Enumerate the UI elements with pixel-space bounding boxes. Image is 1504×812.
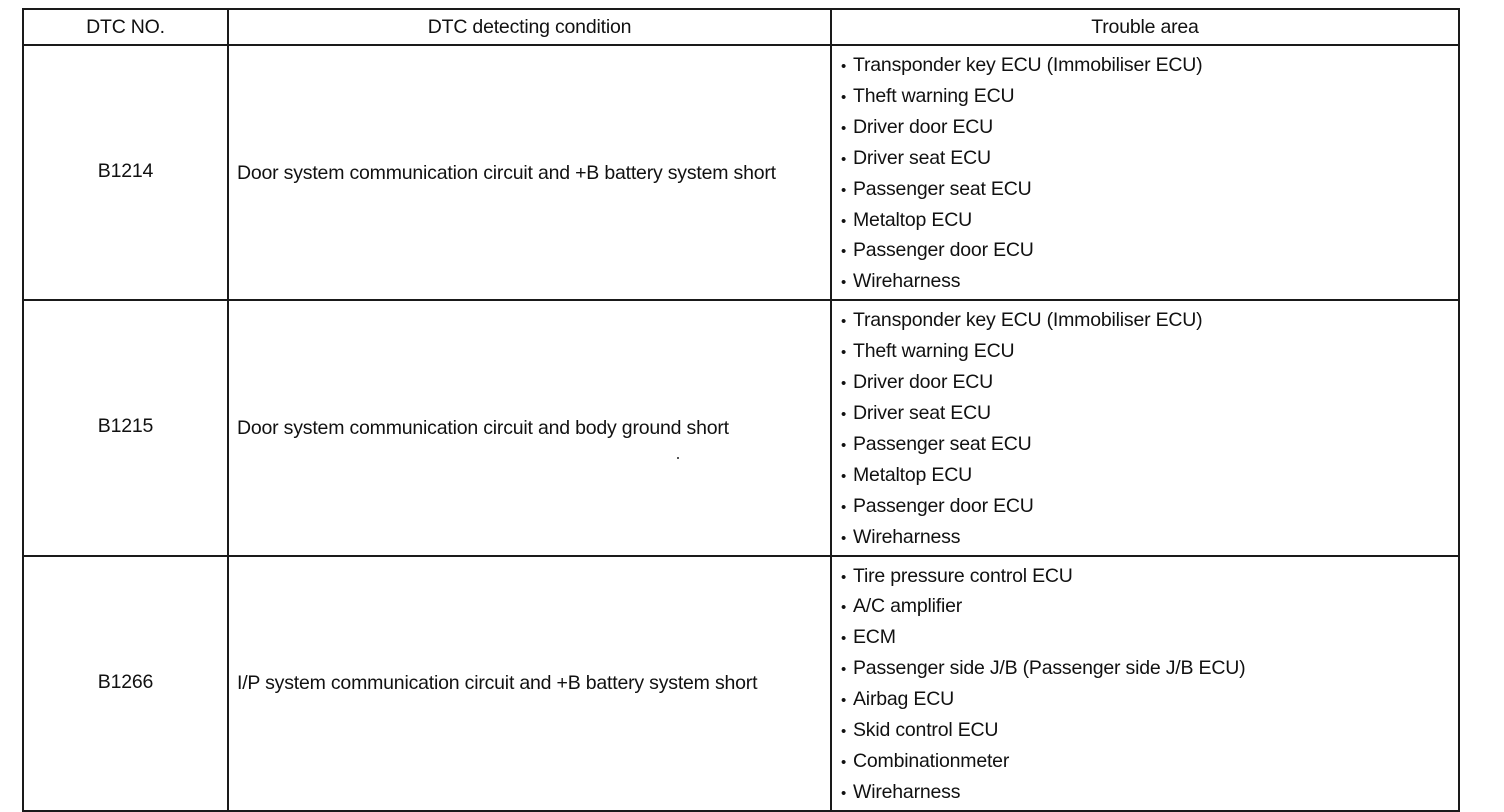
table-body: B1214 Door system communication circuit … xyxy=(22,43,1460,812)
trouble-area-item: Combinationmeter xyxy=(841,747,1458,778)
trouble-area-item: Theft warning ECU xyxy=(841,82,1458,113)
detecting-condition: Door system communication circuit and bo… xyxy=(227,299,832,557)
trouble-area-item: Theft warning ECU xyxy=(841,337,1458,368)
header-trouble-area: Trouble area xyxy=(830,8,1460,46)
detecting-condition: Door system communication circuit and +B… xyxy=(227,43,832,302)
trouble-area-item: Airbag ECU xyxy=(841,685,1458,716)
trouble-area-item: Wireharness xyxy=(841,267,1458,298)
table-row: B1214 Door system communication circuit … xyxy=(22,43,1460,302)
detecting-condition: I/P system communication circuit and +B … xyxy=(227,554,832,812)
table-row: B1215 Door system communication circuit … xyxy=(22,299,1460,557)
table-header: DTC NO. DTC detecting condition Trouble … xyxy=(22,8,1460,46)
trouble-area-item: Driver seat ECU xyxy=(841,144,1458,175)
trouble-area-item: Transponder key ECU (Immobiliser ECU) xyxy=(841,306,1458,337)
trouble-area-item: Tire pressure control ECU xyxy=(841,562,1458,593)
trouble-area-item: Passenger door ECU xyxy=(841,492,1458,523)
trouble-area-item: Passenger side J/B (Passenger side J/B E… xyxy=(841,654,1458,685)
trouble-area-item: Driver door ECU xyxy=(841,113,1458,144)
trouble-area-item: Driver seat ECU xyxy=(841,399,1458,430)
dtc-code: B1214 xyxy=(22,43,229,302)
trouble-area-cell: Transponder key ECU (Immobiliser ECU) Th… xyxy=(830,43,1460,302)
trouble-area-item: Passenger seat ECU xyxy=(841,430,1458,461)
trouble-area-item: Metaltop ECU xyxy=(841,461,1458,492)
trouble-area-item: Transponder key ECU (Immobiliser ECU) xyxy=(841,51,1458,82)
trouble-area-item: Wireharness xyxy=(841,523,1458,554)
header-row: DTC NO. DTC detecting condition Trouble … xyxy=(22,8,1460,46)
dtc-code: B1266 xyxy=(22,554,229,812)
trouble-area-list: Tire pressure control ECU A/C amplifier … xyxy=(841,562,1458,809)
trouble-area-cell: Transponder key ECU (Immobiliser ECU) Th… xyxy=(830,299,1460,557)
dtc-table: DTC NO. DTC detecting condition Trouble … xyxy=(22,8,1460,812)
table-row: B1266 I/P system communication circuit a… xyxy=(22,554,1460,812)
trouble-area-item: Passenger seat ECU xyxy=(841,175,1458,206)
trouble-area-list: Transponder key ECU (Immobiliser ECU) Th… xyxy=(841,51,1458,298)
trouble-area-item: Skid control ECU xyxy=(841,716,1458,747)
scan-speck xyxy=(677,457,679,459)
header-condition: DTC detecting condition xyxy=(227,8,832,46)
trouble-area-item: ECM xyxy=(841,623,1458,654)
trouble-area-item: Driver door ECU xyxy=(841,368,1458,399)
trouble-area-item: Wireharness xyxy=(841,778,1458,809)
header-dtc-no: DTC NO. xyxy=(22,8,229,46)
dtc-code: B1215 xyxy=(22,299,229,557)
trouble-area-item: Metaltop ECU xyxy=(841,206,1458,237)
trouble-area-item: Passenger door ECU xyxy=(841,236,1458,267)
trouble-area-cell: Tire pressure control ECU A/C amplifier … xyxy=(830,554,1460,812)
trouble-area-item: A/C amplifier xyxy=(841,592,1458,623)
trouble-area-list: Transponder key ECU (Immobiliser ECU) Th… xyxy=(841,306,1458,553)
